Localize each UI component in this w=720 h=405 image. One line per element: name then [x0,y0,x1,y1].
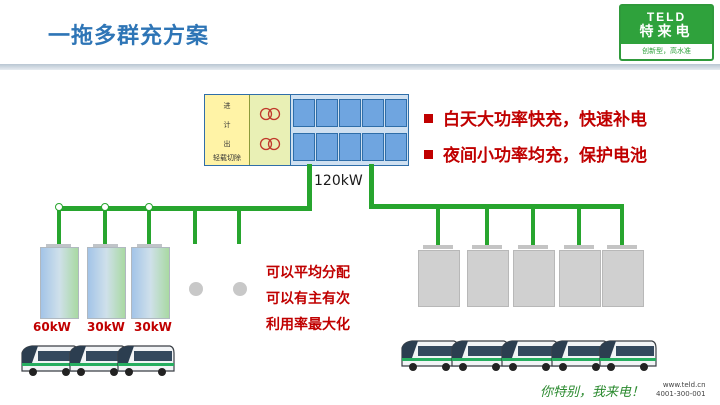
footer-slogan: 你特别，我来电！ [540,385,645,400]
branch-line [620,204,624,246]
battery-icon [87,247,126,319]
empty-slot-dot [233,282,247,296]
branch-line [103,206,107,246]
charger-cap [564,245,594,249]
charger-box [513,250,555,307]
power-module [339,133,361,161]
transformer-icon [259,107,281,121]
branch-line [57,206,61,246]
footer-phone: 4001-300-001 [656,390,706,398]
slide-title: 一拖多群充方案 [48,24,210,49]
bus-icon [599,340,657,371]
bullet-daytime: 白天大功率快充，快速补电 [424,105,647,130]
charger-cap [607,245,637,249]
branch-line [531,204,535,246]
junction-node [55,203,63,211]
charger-box [467,250,509,307]
bullet-daytime-text: 白天大功率快充，快速补电 [443,110,647,130]
charging-cabinet: 进 计 出 轻载切除 [204,94,409,166]
power-module [362,133,384,161]
note-line: 可以有主有次 [266,291,350,307]
junction-node [145,203,153,211]
battery-power-label: 60kW [33,320,71,334]
teld-logo: TELD 特来电 创新型，高水准 [619,4,714,61]
bus-icon [69,345,127,376]
logo-tagline: 创新型，高水准 [642,47,691,55]
power-module [385,133,407,161]
transformer-panel [250,95,291,165]
power-module [339,99,361,127]
bullet-square-icon [424,113,433,123]
branch-line [147,206,151,246]
charger-cap [518,245,548,249]
power-module [316,133,338,161]
power-module-grid [291,97,407,163]
battery-power-label: 30kW [134,320,172,334]
note-line: 可以平均分配 [266,265,350,281]
feed-line-right [369,164,374,207]
battery-cap [93,244,118,247]
footer-website: www.teld.cn [662,381,706,389]
charger-box [602,250,644,307]
branch-line [436,204,440,246]
header-divider [0,64,720,70]
power-module [293,133,315,161]
power-label: 120kW [314,173,363,189]
cabinet-label-out: 出 [223,140,231,148]
branch-line [193,206,197,244]
feed-line-left [307,164,312,210]
cabinet-label-meter: 计 [223,121,231,129]
cabinet-label-light-load-cutoff: 轻载切除 [213,154,241,162]
bullet-night: 夜间小功率均充，保护电池 [424,141,647,166]
bus-icon [551,340,609,371]
cabinet-label-panel: 进 计 出 轻载切除 [205,95,250,165]
branch-line [237,206,241,244]
bus-icon [117,345,175,376]
charger-box [559,250,601,307]
bus-icon [21,345,79,376]
battery-cap [137,244,162,247]
bullet-night-text: 夜间小功率均充，保护电池 [443,146,647,166]
empty-slot-dot [189,282,203,296]
power-module [385,99,407,127]
battery-power-label: 30kW [87,320,125,334]
charger-cap [423,245,453,249]
note-line: 利用率最大化 [266,317,350,333]
cabinet-label-in: 进 [223,102,231,110]
battery-icon [40,247,79,319]
logo-brand: TELD [646,10,687,24]
bus-icon [501,340,559,371]
charger-cap [472,245,502,249]
transformer-icon [259,137,281,151]
bullet-square-icon [424,149,433,159]
charger-box [418,250,460,307]
bus-line-right [369,204,624,209]
bus-line-left [57,206,312,211]
battery-cap [46,244,71,247]
power-module [316,99,338,127]
battery-icon [131,247,170,319]
branch-line [485,204,489,246]
power-module [362,99,384,127]
junction-node [101,203,109,211]
power-module [293,99,315,127]
logo-name: 特来电 [639,24,694,40]
bus-icon [401,340,459,371]
branch-line [577,204,581,246]
footer-contact: www.teld.cn 4001-300-001 [656,381,706,399]
